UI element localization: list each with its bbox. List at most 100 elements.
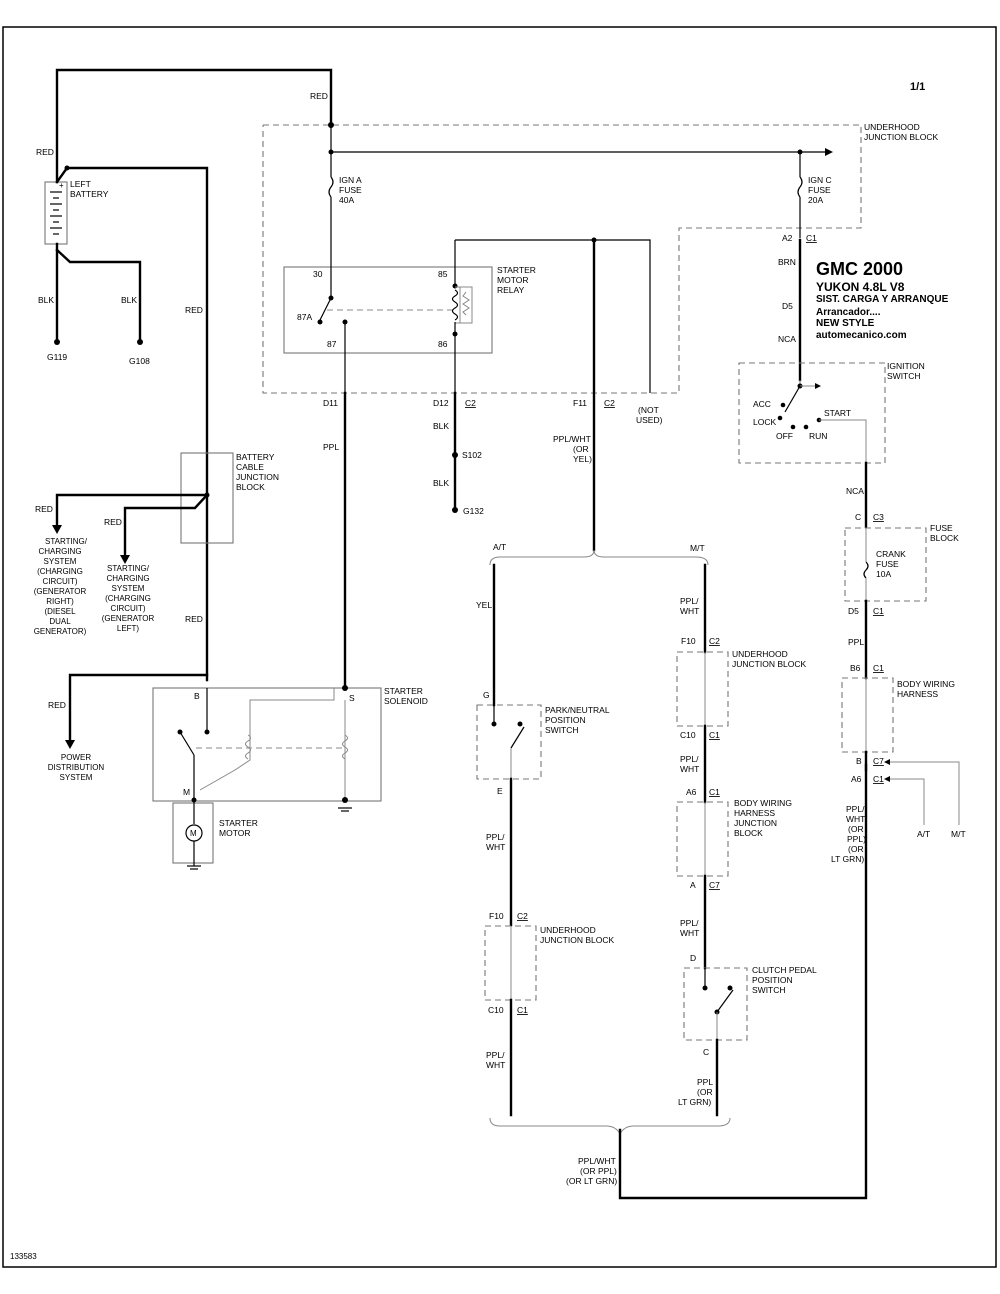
svg-text:C2: C2: [604, 398, 615, 408]
svg-text:C: C: [703, 1047, 709, 1057]
page-number: 1/1: [910, 81, 925, 93]
label-blk-g108: BLK: [121, 295, 137, 305]
svg-text:PPL: PPL: [848, 637, 864, 647]
svg-text:BLK: BLK: [433, 421, 449, 431]
svg-text:M/T: M/T: [690, 543, 705, 553]
underhood-junction-block: [262, 124, 862, 394]
wire-ppl-wht-bottom: [618, 763, 868, 1200]
label-red-sc2: RED: [104, 517, 122, 527]
svg-text:D5: D5: [848, 606, 859, 616]
title-sub: Arrancador....: [816, 307, 881, 318]
svg-text:OFF: OFF: [776, 431, 793, 441]
title-make: GMC 2000: [816, 259, 903, 279]
svg-text:C2: C2: [709, 636, 720, 646]
svg-text:C: C: [855, 512, 861, 522]
svg-text:D: D: [690, 953, 696, 963]
svg-text:PPL/WHT: PPL/WHT: [680, 754, 699, 774]
svg-text:C1: C1: [806, 233, 817, 243]
svg-text:C1: C1: [873, 774, 884, 784]
title-model: YUKON 4.8L V8: [816, 280, 905, 294]
svg-text:BLK: BLK: [433, 478, 449, 488]
svg-text:C1: C1: [873, 663, 884, 673]
wire-red-power-distribution: [68, 673, 209, 742]
svg-text:BRN: BRN: [778, 257, 796, 267]
wire-red-gen-right: [55, 493, 209, 527]
svg-text:NCA: NCA: [846, 486, 864, 496]
svg-text:A/T: A/T: [917, 829, 930, 839]
svg-text:E: E: [497, 786, 503, 796]
svg-text:C7: C7: [873, 756, 884, 766]
splice-s102: S102: [462, 450, 482, 460]
title-site: automecanico.com: [816, 330, 907, 341]
crank-fuse: [863, 561, 869, 579]
connector-d11: D11: [323, 398, 338, 408]
label-ppl-d11: PPL: [323, 442, 339, 452]
svg-text:86: 86: [438, 339, 448, 349]
svg-text:30: 30: [313, 269, 323, 279]
svg-text:C1: C1: [873, 606, 884, 616]
svg-text:S: S: [349, 693, 355, 703]
svg-text:D5: D5: [782, 301, 793, 311]
label-red-pd: RED: [48, 700, 66, 710]
svg-text:PPL/WHT: PPL/WHT: [680, 596, 699, 616]
svg-text:START: START: [824, 408, 851, 418]
ground-g108: G108: [129, 356, 150, 366]
wire-red-battery-cable: [55, 166, 209, 682]
svg-text:A6: A6: [851, 774, 862, 784]
svg-text:A: A: [690, 880, 696, 890]
svg-text:C1: C1: [709, 730, 720, 740]
title-style: NEW STYLE: [816, 318, 875, 329]
wire-relay-85-bus: [455, 239, 651, 393]
label-red-low: RED: [185, 614, 203, 624]
ground-g119: G119: [47, 352, 67, 362]
label-red-top: RED: [310, 91, 328, 101]
title-system: SIST. CARGA Y ARRANQUE: [816, 294, 949, 305]
svg-text:YEL: YEL: [476, 600, 492, 610]
svg-text:PPL/WHT: PPL/WHT: [486, 1050, 505, 1070]
motor-symbol: M: [190, 829, 197, 838]
connector-d12: D12: [433, 398, 449, 408]
svg-text:A/T: A/T: [493, 542, 506, 552]
svg-text:C10: C10: [488, 1005, 504, 1015]
label-red-batt: RED: [36, 147, 54, 157]
svg-text:B6: B6: [850, 663, 861, 673]
ign-a-fuse: [328, 176, 334, 198]
svg-text:C1: C1: [709, 787, 720, 797]
at-mt-bracket: [489, 549, 709, 566]
ign-c-fuse: [797, 176, 803, 198]
svg-text:M: M: [183, 787, 190, 797]
label-blk-g119: BLK: [38, 295, 54, 305]
svg-text:C10: C10: [680, 730, 696, 740]
svg-text:87A: 87A: [297, 312, 312, 322]
svg-text:+: +: [59, 181, 64, 190]
svg-text:C2: C2: [517, 911, 528, 921]
title-block: GMC 2000 YUKON 4.8L V8 SIST. CARGA Y ARR…: [816, 259, 949, 341]
wire-red-gen-left: [123, 493, 209, 557]
